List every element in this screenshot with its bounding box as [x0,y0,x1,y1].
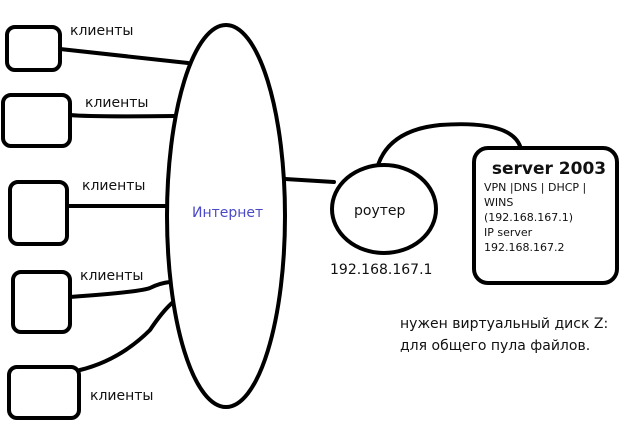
client-label-5: клиенты [90,388,154,404]
server-title: server 2003 [491,159,607,179]
router-node [330,163,438,255]
internet-cloud [165,23,287,409]
router-label: роутер [354,203,406,219]
client-label-4: клиенты [80,268,144,284]
note-line-1: нужен виртуальный диск Z: [400,316,609,332]
internet-label: Интернет [192,205,264,221]
link-client-5 [78,301,174,372]
link-client-4 [68,280,172,299]
client-label-1: клиенты [70,23,134,39]
client-box-2 [1,93,72,148]
client-label-3: клиенты [82,178,146,194]
client-box-5 [7,365,81,420]
client-label-2: клиенты [85,95,149,111]
server-box [472,146,619,285]
server-line: WINS [484,196,514,209]
link-router-server [376,122,522,167]
server-line: 192.168.167.2 [484,241,565,254]
note-line-2: для общего пула файлов. [400,338,591,354]
link-internet-router [283,177,336,184]
client-box-4 [11,270,72,334]
server-line: IP server [484,226,533,239]
client-box-3 [8,180,69,246]
link-client-2 [68,113,177,119]
server-line: (192.168.167.1) [484,211,574,224]
link-client-1 [58,47,190,65]
server-info: server 2003 VPN |DNS | DHCP | WINS (192.… [484,158,614,255]
server-line: VPN |DNS | DHCP | [484,181,587,194]
router-ip: 192.168.167.1 [330,262,433,278]
client-box-1 [5,25,62,72]
